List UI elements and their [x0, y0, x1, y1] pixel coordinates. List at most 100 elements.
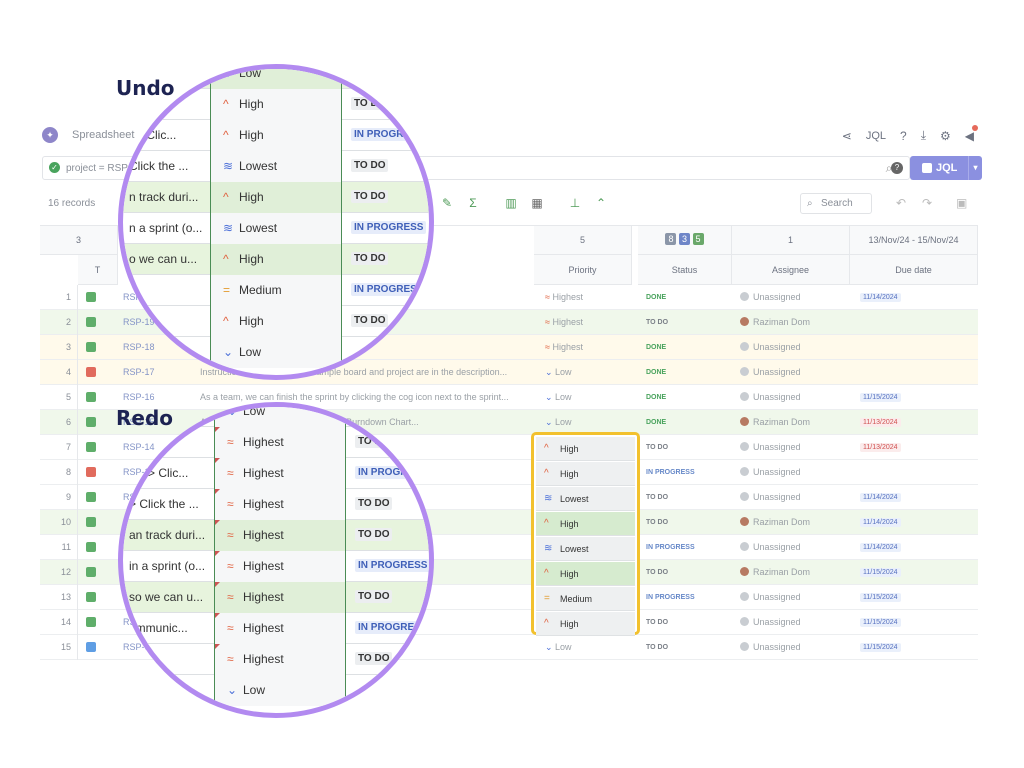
jql-query-input[interactable]: ✓ project = RSP ? [42, 156, 910, 180]
priority-cell[interactable]: ≈ Highest [540, 285, 640, 310]
assignee-cell[interactable]: Raziman Dom [740, 560, 850, 585]
status-badge[interactable]: TO DO [646, 319, 669, 326]
lens-priority-cell[interactable]: ^High [210, 89, 342, 120]
assignee-cell[interactable]: Unassigned [740, 460, 850, 485]
priority-option[interactable]: ^High [536, 512, 635, 536]
priority-option[interactable]: ^High [536, 462, 635, 486]
issue-key[interactable]: RSP-18 [123, 342, 155, 352]
priority-option[interactable]: ^High [536, 562, 635, 586]
issue-key[interactable]: RSP-15 [123, 417, 155, 427]
due-date-cell[interactable] [860, 310, 930, 335]
assignee-cell[interactable]: Unassigned [740, 435, 850, 460]
lens-priority-cell[interactable]: ⌄Low [210, 337, 342, 368]
issue-summary[interactable]: Instructions for deleting this sample bo… [200, 367, 508, 377]
lens-priority-cell[interactable]: ≈Highest [214, 551, 346, 582]
priority-up-icon[interactable]: ⌃ [595, 196, 607, 210]
lens-priority-cell[interactable]: ≈Highest [214, 582, 346, 613]
assignee-cell[interactable]: Raziman Dom [740, 310, 850, 335]
assignee-cell[interactable]: Unassigned [740, 335, 850, 360]
column-assignee[interactable]: Assignee [732, 255, 850, 285]
assignee-cell[interactable]: Unassigned [740, 610, 850, 635]
column-due-date[interactable]: Due date [850, 255, 978, 285]
lens-priority-cell[interactable]: ^High [210, 244, 342, 275]
assignee-cell[interactable]: Unassigned [740, 585, 850, 610]
status-badge[interactable]: IN PROGRESS [646, 544, 695, 551]
issue-key[interactable]: RSP-17 [123, 367, 155, 377]
status-badge[interactable]: DONE [646, 344, 667, 351]
assignee-cell[interactable]: Raziman Dom [740, 410, 850, 435]
help-icon[interactable]: ? [900, 128, 907, 143]
lens-priority-cell[interactable]: ^High [210, 182, 342, 213]
download-icon[interactable]: ⤓ [920, 128, 926, 142]
lens-priority-cell[interactable]: ≈Highest [214, 644, 346, 675]
assignee-cell[interactable]: Raziman Dom [740, 510, 850, 535]
priority-option[interactable]: =Medium [536, 587, 635, 611]
lens-priority-cell[interactable]: ⌄Low [210, 69, 342, 89]
lens-priority-cell[interactable]: ≈Highest [214, 458, 346, 489]
lens-priority-cell[interactable]: ≈Highest [214, 613, 346, 644]
status-badge[interactable]: TO DO [646, 444, 669, 451]
status-badge[interactable]: DONE [646, 294, 667, 301]
assignee-cell[interactable]: Unassigned [740, 285, 850, 310]
assignee-cell[interactable]: Unassigned [740, 635, 850, 660]
priority-cell[interactable]: ≈ Highest [540, 310, 640, 335]
status-badge[interactable]: TO DO [646, 494, 669, 501]
status-badge[interactable]: IN PROGRESS [646, 469, 695, 476]
due-date-cell[interactable]: 11/15/2024 [860, 635, 930, 660]
issue-key[interactable]: RSP-16 [123, 392, 155, 402]
columns-icon[interactable]: ▥ [505, 196, 517, 210]
announcement-icon[interactable]: ◀ [964, 124, 979, 143]
issue-key[interactable]: RSP-6 [123, 642, 150, 652]
due-date-cell[interactable]: 11/14/2024 [860, 285, 930, 310]
lens-priority-cell[interactable]: ≈Highest [214, 427, 346, 458]
status-badge[interactable]: DONE [646, 369, 667, 376]
hierarchy-icon[interactable]: ⊥ [569, 196, 581, 210]
due-date-cell[interactable]: 11/15/2024 [860, 560, 930, 585]
due-date-cell[interactable]: 11/14/2024 [860, 485, 930, 510]
priority-cell[interactable]: ⌄ Low [540, 385, 640, 410]
save-jql-button[interactable]: JQL ▾ [910, 156, 982, 180]
status-badge[interactable]: DONE [646, 419, 667, 426]
status-badge[interactable]: TO DO [646, 569, 669, 576]
status-badge[interactable]: TO DO [646, 519, 669, 526]
lens-priority-cell[interactable]: ^High [210, 306, 342, 337]
priority-cell[interactable]: ⌄ Low [540, 410, 640, 435]
status-badge[interactable]: TO DO [646, 619, 669, 626]
breadcrumb[interactable]: Spreadsheet [72, 129, 135, 141]
issue-summary[interactable]: As a team, we can finish the sprint by c… [200, 392, 509, 402]
lens-priority-cell[interactable]: ≈Highest [214, 520, 346, 551]
due-date-cell[interactable] [860, 360, 930, 385]
undo-icon[interactable]: ↶ [896, 196, 907, 210]
lens-priority-cell[interactable]: ⌄Low [214, 407, 346, 427]
priority-cell[interactable]: ⌄ Low [540, 360, 640, 385]
app-logo-icon[interactable]: ✦ [42, 127, 58, 143]
pin-icon[interactable]: ✎ [441, 196, 453, 210]
priority-cell[interactable]: ≈ Highest [540, 335, 640, 360]
column-priority[interactable]: Priority [534, 255, 632, 285]
chevron-down-icon[interactable]: ▾ [968, 156, 982, 180]
assignee-cell[interactable]: Unassigned [740, 360, 850, 385]
lens-priority-cell[interactable]: ⌄Low [214, 675, 346, 706]
priority-option[interactable]: ^High [536, 612, 635, 636]
redo-icon[interactable]: ↷ [922, 196, 933, 210]
due-date-cell[interactable]: 11/15/2024 [860, 610, 930, 635]
query-help-icon[interactable]: ? [891, 162, 903, 174]
issue-key[interactable]: RSP-14 [123, 442, 155, 452]
share-icon[interactable]: ⋖ [841, 128, 852, 143]
lens-priority-cell[interactable]: =Medium [210, 275, 342, 306]
status-badge[interactable]: DONE [646, 394, 667, 401]
due-date-cell[interactable]: 11/13/2024 [860, 410, 930, 435]
assignee-cell[interactable]: Unassigned [740, 485, 850, 510]
column-type[interactable]: T [78, 255, 118, 285]
search-input[interactable]: ⌕ Search [800, 193, 872, 214]
priority-option[interactable]: ≋Lowest [536, 487, 635, 511]
lens-priority-cell[interactable]: ≈Highest [214, 489, 346, 520]
priority-cell[interactable]: ⌄ Low [540, 635, 640, 660]
lens-priority-cell[interactable]: ≋Lowest [210, 151, 342, 182]
issue-key[interactable]: RSP-13 [123, 467, 155, 477]
search-icon[interactable]: ⌕ [885, 161, 893, 175]
assignee-cell[interactable]: Unassigned [740, 535, 850, 560]
